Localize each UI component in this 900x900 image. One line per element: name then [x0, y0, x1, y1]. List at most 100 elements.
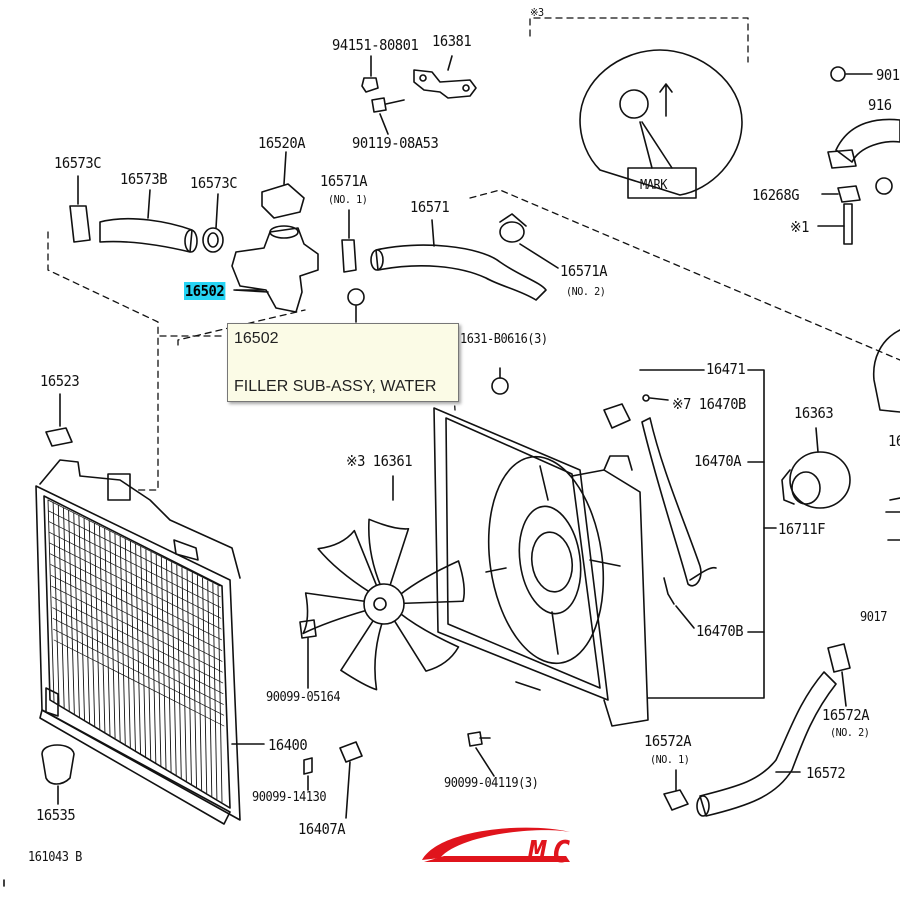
fan-blade [392, 612, 460, 672]
label-16573C-right[interactable]: 16573C [190, 174, 238, 192]
label-16571[interactable]: 16571 [410, 198, 450, 216]
label-no1-top: (NO. 1) [328, 193, 368, 206]
core-fin [135, 543, 141, 754]
clamp-16573C-left [69, 175, 91, 243]
bolt-90119 [371, 97, 405, 135]
core-fin [109, 530, 116, 739]
core-fin [114, 533, 121, 742]
label-16572A-right[interactable]: 16572A [822, 706, 870, 724]
core-tube [48, 521, 221, 608]
core-fin [217, 585, 223, 803]
fan-blade [317, 529, 379, 594]
core-fin [191, 572, 197, 788]
label-94151-80801[interactable]: 94151-80801 [332, 36, 419, 54]
label-16711F[interactable]: 16711F [778, 520, 826, 538]
label-16572[interactable]: 16572 [806, 764, 846, 782]
label-90099-04119[interactable]: 90099-04119(3) [444, 776, 539, 791]
clamp-16572A-no1 [663, 769, 689, 811]
clamp-16571A-no1 [341, 209, 357, 273]
core-fin [57, 504, 65, 709]
core-fin [145, 549, 152, 761]
label-16573B[interactable]: 16573B [120, 170, 168, 188]
logo-text: MC [527, 835, 576, 870]
fan-blade [340, 618, 384, 691]
label-916-cut[interactable]: 916 [868, 96, 892, 114]
label-16400[interactable]: 16400 [268, 736, 308, 754]
label-16471[interactable]: 16471 [706, 360, 746, 378]
core-fin [202, 577, 208, 794]
nut-90099-05164 [299, 619, 317, 689]
core-tube [51, 596, 224, 684]
cmc-logo: MC [422, 827, 576, 870]
label-16470B-top[interactable]: ※7 16470B [672, 395, 746, 413]
core-fin [129, 541, 136, 751]
cap-16535 [41, 744, 75, 805]
label-16361[interactable]: ※3 16361 [346, 452, 413, 470]
tooltip-part-name: FILLER SUB-ASSY, WATER [234, 378, 437, 395]
core-fin [99, 525, 106, 733]
label-star3-top: ※3 [530, 6, 544, 19]
core-tube [52, 618, 224, 705]
core-tube [49, 553, 222, 641]
bracket-right-edge [885, 497, 900, 541]
label-16571A-right[interactable]: 16571A [560, 262, 608, 280]
label-90099-14130[interactable]: 90099-14130 [252, 790, 327, 805]
core-fin [155, 554, 162, 767]
core-fin [186, 569, 192, 785]
core-tube [48, 510, 221, 598]
label-16470A[interactable]: 16470A [694, 452, 742, 470]
label-16407A[interactable]: 16407A [298, 820, 346, 838]
label-16535[interactable]: 16535 [36, 806, 76, 824]
logo-swoosh [422, 827, 570, 860]
fan-16361 [302, 518, 465, 691]
core-fin [212, 582, 218, 800]
core-tube [50, 575, 223, 662]
tooltip-part-number: 16502 [234, 330, 279, 347]
label-star1: ※1 [790, 218, 809, 236]
bracket-16381 [413, 55, 477, 99]
label-16502[interactable]: 16502 [184, 282, 226, 300]
core-fin [119, 536, 126, 745]
core-fin [63, 507, 70, 712]
label-16381[interactable]: 16381 [432, 32, 472, 50]
b-mark-mid [491, 367, 509, 395]
core-fin [124, 538, 131, 748]
label-16573C-left[interactable]: 16573C [54, 154, 102, 172]
label-16363[interactable]: 16363 [794, 404, 834, 422]
clamp-16571A-no2 [499, 213, 559, 269]
core-fin [73, 512, 80, 718]
core-fin [207, 580, 213, 797]
core-fin [83, 517, 91, 724]
core-fin [104, 528, 111, 736]
cap-mark-inset [579, 49, 743, 199]
label-16-cut[interactable]: 16 [888, 432, 900, 450]
label-16571A-top[interactable]: 16571A [320, 172, 368, 190]
water-filler-16502 [231, 225, 319, 313]
core-fin [68, 509, 75, 715]
label-16572A-mid[interactable]: 16572A [644, 732, 692, 750]
label-9017-cut[interactable]: 9017 [860, 610, 887, 625]
label-no2-right: (NO. 2) [566, 285, 606, 298]
core-fin [52, 502, 60, 706]
label-16520A[interactable]: 16520A [258, 134, 306, 152]
label-90099-05164[interactable]: 90099-05164 [266, 690, 341, 705]
drain-cock-16407A [303, 741, 363, 819]
nut-94151 [361, 55, 379, 93]
highlighted-part-16502[interactable]: 16502 [184, 282, 226, 300]
hose-16572 [696, 671, 837, 817]
core-tube [49, 542, 222, 630]
hose-16571 [370, 219, 547, 301]
hose-16470A [603, 394, 717, 629]
drain-plug-16523 [45, 393, 73, 447]
clamp-16572A-no2 [827, 643, 851, 707]
label-16523[interactable]: 16523 [40, 372, 80, 390]
fan-hub [363, 583, 405, 625]
label-16470B-bottom[interactable]: 16470B [696, 622, 744, 640]
fan-shroud-16711F [433, 407, 649, 727]
label-90119-08A53[interactable]: 90119-08A53 [352, 134, 439, 152]
label-91631-b0616[interactable]: 1631-B0616(3) [460, 332, 548, 347]
label-16268G[interactable]: 16268G [752, 186, 800, 204]
diagram-code: 161043 B [28, 850, 82, 865]
label-901-cut[interactable]: 901 [876, 66, 900, 84]
